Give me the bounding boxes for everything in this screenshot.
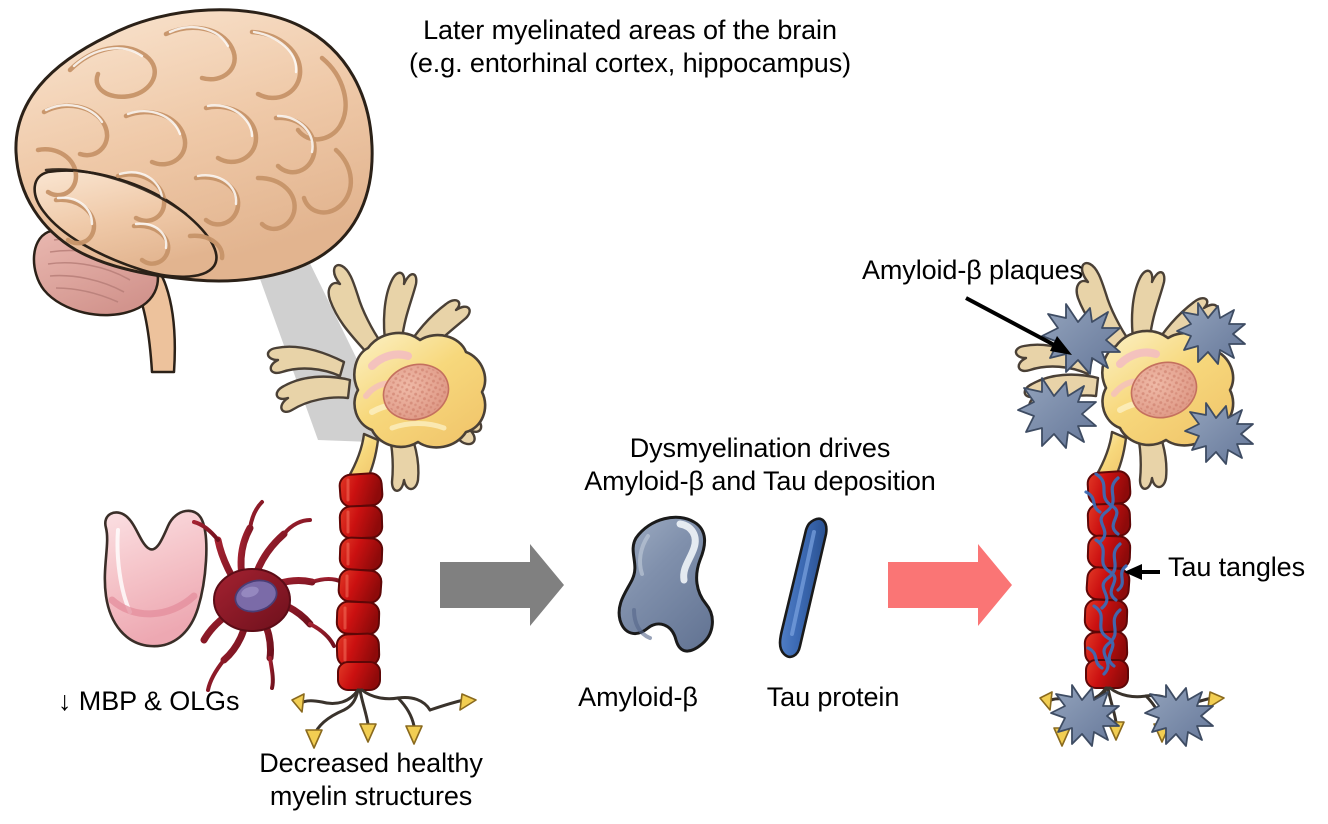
- amyloid-beta-shape: [617, 515, 714, 653]
- tau-protein-shape: [778, 517, 828, 659]
- amyloid-plaques: [1017, 302, 1254, 747]
- mbp-shape: [103, 509, 208, 648]
- center-process-label: Dysmyelination drives Amyloid-β and Tau …: [584, 433, 936, 496]
- oligodendrocyte: [192, 500, 344, 692]
- brain-illustration: [14, 8, 374, 374]
- tau-tangles-label: Tau tangles: [1168, 552, 1305, 582]
- gray-process-arrow: [440, 544, 564, 626]
- amyloid-beta-label: Amyloid-β: [578, 682, 698, 712]
- mbp-olgs-label: ↓ MBP & OLGs: [58, 686, 240, 716]
- diseased-neuron: [1014, 261, 1254, 747]
- pink-process-arrow: [888, 544, 1012, 626]
- amyloid-plaques-label: Amyloid-β plaques: [862, 255, 1083, 285]
- tau-tangle-filaments: [1084, 472, 1128, 676]
- plaque-pointer-arrow: [965, 296, 1072, 355]
- tangle-pointer-arrow: [1124, 564, 1160, 580]
- decreased-myelin-label: Decreased healthy myelin structures: [259, 748, 483, 811]
- page-title: Later myelinated areas of the brain (e.g…: [408, 15, 852, 78]
- tau-protein-label: Tau protein: [766, 682, 900, 712]
- healthy-neuron: [266, 263, 487, 749]
